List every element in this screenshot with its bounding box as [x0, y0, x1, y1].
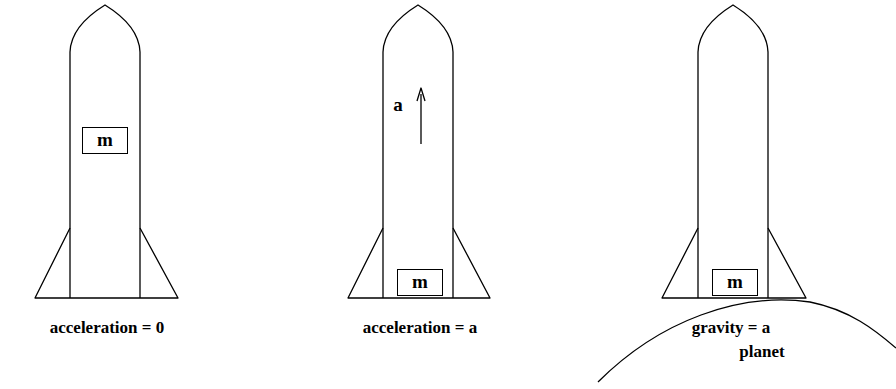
mass-label: m [97, 130, 113, 151]
rocket-body [69, 52, 70, 298]
caption-text: acceleration = 0 [50, 318, 164, 338]
caption-text: planet [739, 342, 784, 362]
rocket-middle [348, 5, 490, 298]
mass-label: m [727, 272, 743, 293]
rocket-right [598, 5, 896, 382]
rocket-body [139, 52, 140, 298]
rocket-fins [35, 228, 178, 298]
acceleration-symbol: a [393, 94, 403, 116]
caption-text: acceleration = a [363, 318, 477, 338]
rocket-nose [70, 5, 140, 52]
mass-box: m [397, 269, 443, 296]
planet-surface [598, 300, 896, 382]
rocket-body [697, 52, 698, 298]
arrow-head [417, 88, 425, 101]
rocket-nose [698, 5, 768, 52]
rocket-fins [662, 228, 806, 298]
rocket-body [767, 52, 768, 298]
rocket-body [452, 52, 453, 298]
rocket-body [382, 52, 383, 298]
mass-box: m [82, 127, 128, 154]
mass-box: m [712, 269, 758, 296]
mass-label: m [412, 272, 428, 293]
rocket-fins [348, 228, 490, 298]
rocket-nose [383, 5, 453, 52]
acceleration-arrow [420, 94, 421, 144]
caption-text: gravity = a [692, 318, 771, 338]
rocket-left [35, 5, 178, 298]
